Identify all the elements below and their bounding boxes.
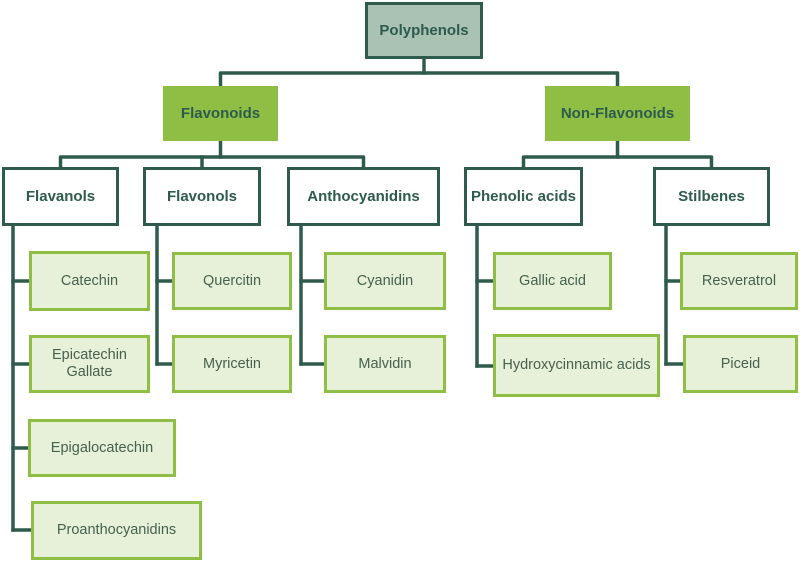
node-gallic-acid: Gallic acid: [493, 252, 612, 310]
node-resveratrol-label: Resveratrol: [701, 272, 777, 289]
node-hydroxycinnamic-acids-label: Hydroxycinnamic acids: [502, 357, 651, 374]
node-gallic-acid-label: Gallic acid: [519, 272, 586, 289]
node-cyanidin-label: Cyanidin: [356, 272, 414, 289]
node-epigalocatechin-label: Epigalocatechin: [50, 439, 154, 456]
node-quercitin-label: Quercitin: [202, 272, 262, 289]
node-flavonoids: Flavonoids: [163, 86, 278, 141]
node-hydroxycinnamic-acids: Hydroxycinnamic acids: [493, 334, 660, 397]
node-phenolic-acids: Phenolic acids: [464, 167, 583, 226]
node-flavonols: Flavonols: [143, 167, 261, 226]
node-flavanols: Flavanols: [2, 167, 119, 226]
node-piceid: Piceid: [683, 335, 798, 393]
node-anthocyanidins: Anthocyanidins: [287, 167, 440, 226]
node-resveratrol: Resveratrol: [680, 252, 798, 310]
node-catechin: Catechin: [29, 251, 150, 311]
node-epicatechin-gallate: Epicatechin Gallate: [29, 335, 150, 393]
node-flavonoids-label: Flavonoids: [180, 104, 261, 122]
node-polyphenols: Polyphenols: [365, 2, 483, 59]
node-anthocyanidins-label: Anthocyanidins: [307, 187, 420, 205]
node-phenolic-acids-label: Phenolic acids: [470, 187, 577, 205]
node-myricetin-label: Myricetin: [202, 355, 261, 372]
node-epicatechin-gallate-label: Epicatechin Gallate: [52, 347, 127, 380]
node-flavanols-label: Flavanols: [25, 187, 96, 205]
node-cyanidin: Cyanidin: [324, 252, 446, 310]
node-proanthocyanidins-label: Proanthocyanidins: [56, 522, 177, 539]
node-malvidin-label: Malvidin: [358, 355, 412, 372]
node-polyphenols-label: Polyphenols: [379, 21, 469, 39]
node-epigalocatechin: Epigalocatechin: [28, 419, 176, 477]
node-quercitin: Quercitin: [172, 252, 292, 310]
node-stilbenes: Stilbenes: [653, 167, 770, 226]
node-malvidin: Malvidin: [324, 335, 446, 393]
node-catechin-label: Catechin: [60, 272, 119, 289]
node-non-flavonoids-label: Non-Flavonoids: [560, 104, 675, 122]
node-proanthocyanidins: Proanthocyanidins: [31, 501, 202, 560]
node-stilbenes-label: Stilbenes: [678, 187, 745, 205]
node-myricetin: Myricetin: [172, 335, 292, 393]
node-piceid-label: Piceid: [720, 355, 761, 372]
node-non-flavonoids: Non-Flavonoids: [545, 86, 690, 141]
node-flavonols-label: Flavonols: [166, 187, 237, 205]
